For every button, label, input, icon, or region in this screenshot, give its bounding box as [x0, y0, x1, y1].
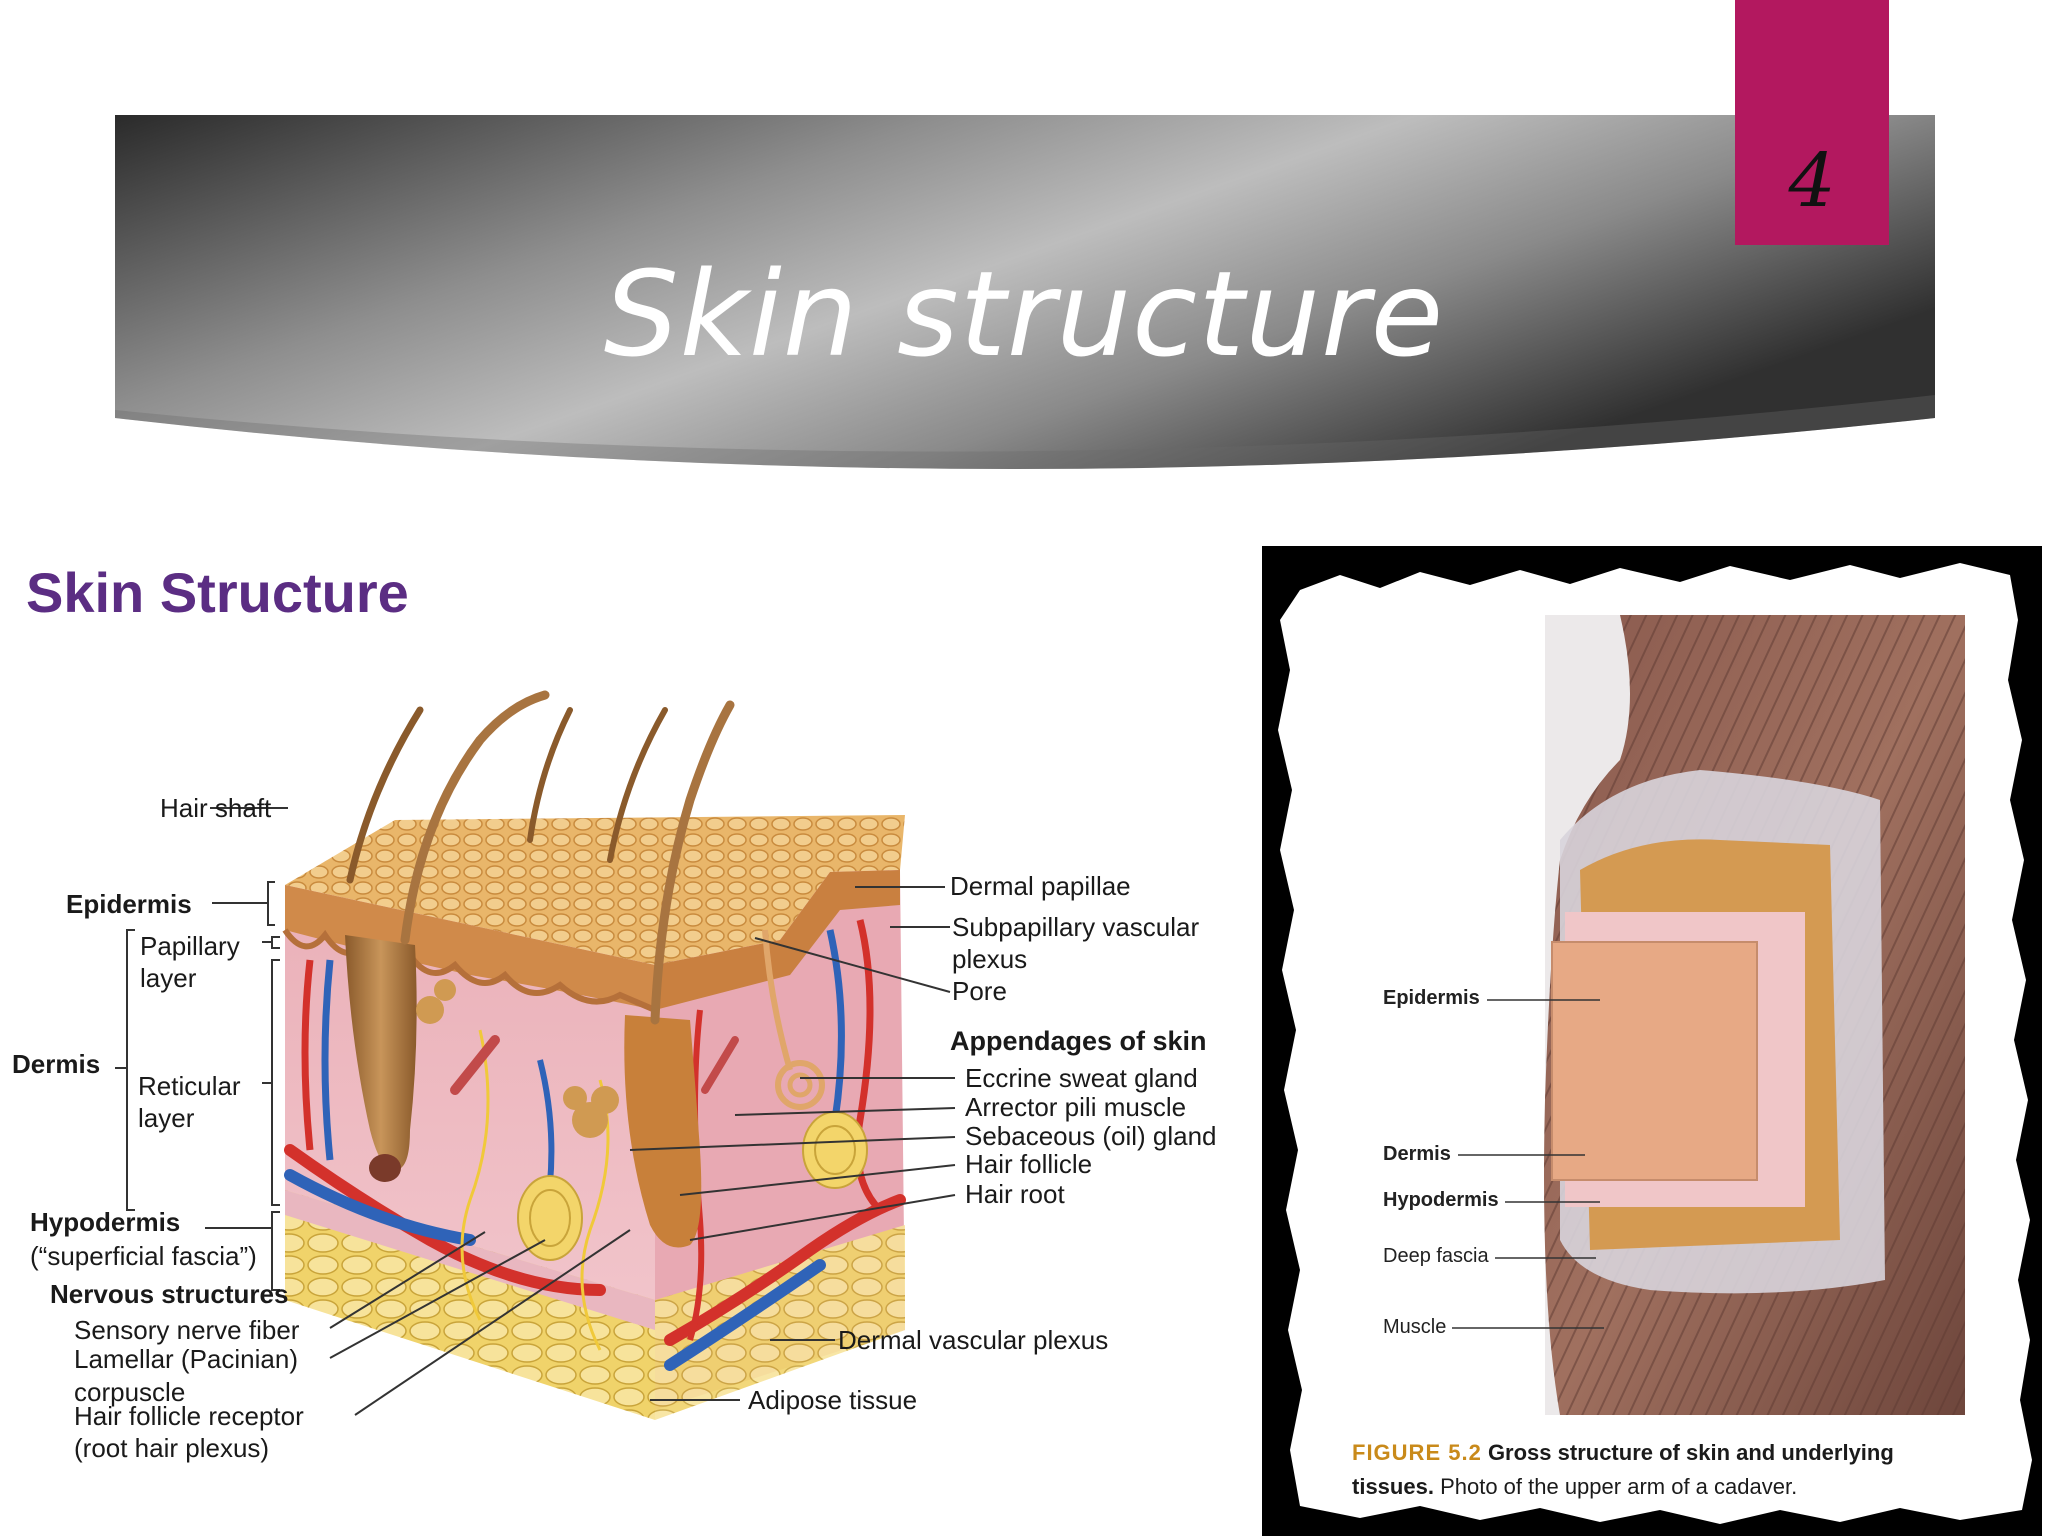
label-reticular-layer-2: layer: [138, 1103, 195, 1133]
photo-label-epidermis: Epidermis: [1383, 987, 1480, 1009]
photo-label-hypodermis: Hypodermis: [1383, 1189, 1499, 1211]
label-subpapillary-plexus-2: plexus: [952, 944, 1028, 974]
label-nervous-structures: Nervous structures: [50, 1279, 289, 1309]
photo-label-dermis: Dermis: [1383, 1143, 1451, 1165]
label-dermis: Dermis: [12, 1049, 101, 1079]
figure-title: Skin Structure: [26, 561, 409, 624]
photo-label-muscle: Muscle: [1383, 1316, 1447, 1338]
label-arrector-pili: Arrector pili muscle: [965, 1092, 1187, 1122]
caption-bold-text: Gross structure of skin and underlying t…: [1352, 1440, 1894, 1499]
label-eccrine-sweat-gland: Eccrine sweat gland: [965, 1063, 1198, 1093]
caption-figure-number: FIGURE 5.2: [1352, 1440, 1482, 1465]
label-dermal-vascular-plexus: Dermal vascular plexus: [838, 1325, 1109, 1355]
label-hypodermis: Hypodermis: [30, 1207, 181, 1237]
label-adipose-tissue: Adipose tissue: [748, 1385, 918, 1415]
label-hair-shaft: Hair shaft: [160, 793, 272, 823]
label-sensory-nerve-fiber: Sensory nerve fiber: [74, 1315, 300, 1345]
label-papillary-layer: Papillary: [140, 931, 240, 961]
label-sebaceous-gland: Sebaceous (oil) gland: [965, 1121, 1217, 1151]
label-appendages: Appendages of skin: [950, 1026, 1207, 1056]
figure-caption: FIGURE 5.2 Gross structure of skin and u…: [1352, 1436, 1952, 1504]
label-hair-follicle: Hair follicle: [965, 1149, 1093, 1179]
skin-diagram: [115, 690, 956, 1420]
label-superficial-fascia: (“superficial fascia”): [30, 1241, 257, 1271]
label-subpapillary-plexus: Subpapillary vascular: [952, 912, 1200, 942]
label-lamellar-corpuscle: Lamellar (Pacinian): [74, 1344, 298, 1374]
label-reticular-layer: Reticular: [138, 1071, 241, 1101]
label-pore: Pore: [952, 976, 1007, 1006]
label-dermal-papillae: Dermal papillae: [950, 871, 1131, 901]
slide-number: 4: [1788, 138, 1836, 224]
label-papillary-layer-2: layer: [140, 963, 197, 993]
label-lamellar-corpuscle-2: corpuscle: [74, 1377, 186, 1407]
photo-label-deep-fascia: Deep fascia: [1383, 1245, 1489, 1267]
label-root-hair-plexus: (root hair plexus): [74, 1433, 270, 1463]
label-hair-follicle-receptor: Hair follicle receptor: [74, 1401, 304, 1431]
slide-number-badge: 4: [1735, 0, 1889, 245]
label-epidermis: Epidermis: [66, 889, 192, 919]
caption-normal-text: Photo of the upper arm of a cadaver.: [1440, 1474, 1798, 1499]
title-banner: [115, 115, 1935, 469]
label-hair-root: Hair root: [965, 1179, 1065, 1209]
slide-title: Skin structure: [603, 245, 1445, 383]
